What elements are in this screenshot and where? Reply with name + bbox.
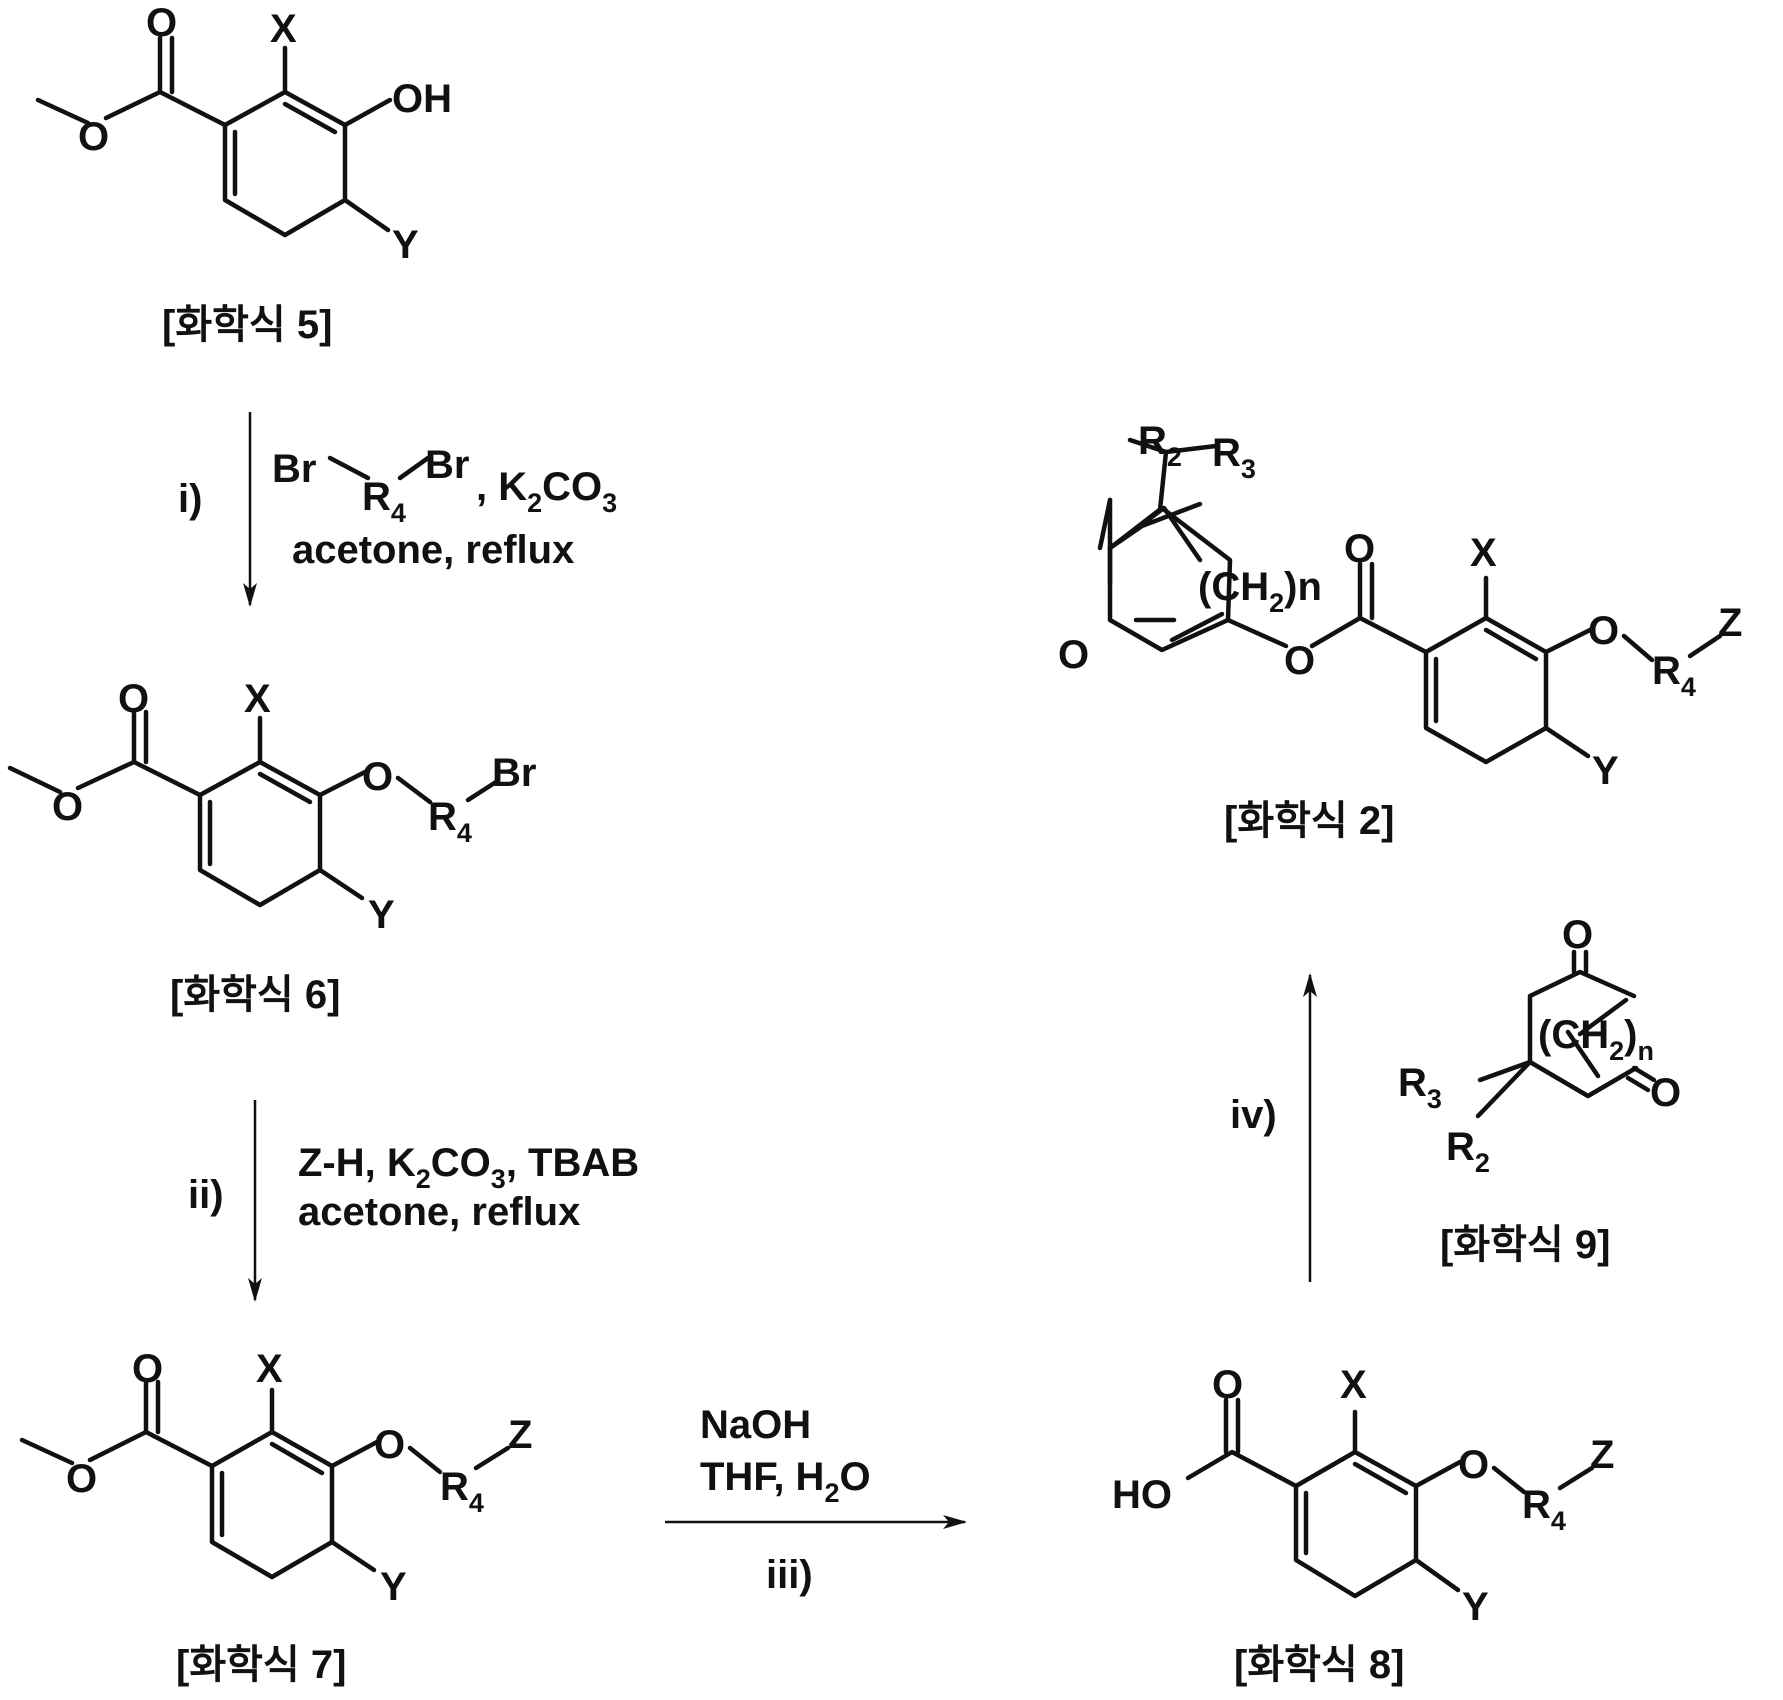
step-ii: ii) Z-H, K2CO3, TBAB acetone, reflux (188, 1100, 639, 1300)
c2-carbonyl-o: O (1344, 527, 1375, 571)
step-iii-base: NaOH (700, 1403, 811, 1447)
c7-z: Z (508, 1413, 532, 1457)
step-iii-solvent: THF, H2O (700, 1455, 871, 1508)
c7-ester-o: O (66, 1457, 97, 1501)
c5-x: X (270, 7, 297, 51)
c2-z: Z (1718, 601, 1742, 645)
compound-2: O O O X O R4 Z Y R2 R3 (CH2)n [화학식 2] (1058, 419, 1742, 843)
step-ii-reagents: Z-H, K2CO3, TBAB (298, 1141, 639, 1194)
c8-ether-o: O (1458, 1443, 1489, 1487)
c9-top-o: O (1562, 913, 1593, 957)
step-i-r4: R4 (362, 475, 406, 528)
compound-9: O O (CH2)n R3 R2 [화학식 9] (1398, 913, 1681, 1267)
step-ii-label: ii) (188, 1173, 224, 1217)
step-i-base: , K2CO3 (476, 465, 617, 518)
c6-x: X (244, 677, 271, 721)
step-i-solvent: acetone, reflux (292, 528, 574, 572)
c9-bridge: (CH2)n (1538, 1013, 1654, 1066)
compound-7: O O X O R4 Z Y [화학식 7] (22, 1347, 532, 1687)
c6-ether-o: O (362, 755, 393, 799)
c5-caption: [화학식 5] (162, 303, 332, 347)
compound-8: O HO X O R4 Z Y [화학식 8] (1112, 1363, 1614, 1687)
compound-2-bonds (1100, 440, 1720, 762)
c7-y: Y (380, 1565, 407, 1609)
step-iii: NaOH THF, H2O iii) (665, 1403, 965, 1597)
step-iii-label: iii) (766, 1553, 813, 1597)
c5-y: Y (392, 223, 419, 267)
step-ii-solvent: acetone, reflux (298, 1190, 580, 1234)
c6-y: Y (368, 893, 395, 937)
c8-x: X (1340, 1363, 1367, 1407)
c9-r2: R2 (1446, 1125, 1490, 1178)
c5-ester-o: O (78, 115, 109, 159)
c7-carbonyl-o: O (132, 1347, 163, 1391)
c8-y: Y (1462, 1585, 1489, 1629)
step-iv: iv) (1230, 975, 1310, 1282)
c2-caption: [화학식 2] (1224, 799, 1394, 843)
step-i-label: i) (178, 477, 202, 521)
c8-r4: R4 (1522, 1483, 1566, 1536)
c2-y: Y (1592, 749, 1619, 793)
c9-right-o: O (1650, 1071, 1681, 1115)
c8-ho: HO (1112, 1473, 1172, 1517)
c5-carbonyl-o: O (146, 1, 177, 45)
c7-caption: [화학식 7] (176, 1643, 346, 1687)
c2-bridge: (CH2)n (1198, 565, 1322, 618)
step-i: i) Br R4 Br , K2CO3 acetone, reflux (178, 412, 617, 605)
c7-ether-o: O (374, 1423, 405, 1467)
c6-br: Br (492, 751, 536, 795)
c6-caption: [화학식 6] (170, 973, 340, 1017)
step-i-br-left: Br (272, 447, 316, 491)
compound-6: O O X O R4 Br Y [화학식 6] (10, 677, 536, 1017)
c6-carbonyl-o: O (118, 677, 149, 721)
c8-carbonyl-o: O (1212, 1363, 1243, 1407)
c7-r4: R4 (440, 1465, 484, 1518)
c2-ketone-o: O (1058, 633, 1089, 677)
step-iv-label: iv) (1230, 1093, 1277, 1137)
c2-r3: R3 (1212, 431, 1256, 484)
c6-r4: R4 (428, 795, 472, 848)
c5-oh: OH (392, 77, 452, 121)
c8-z: Z (1590, 1433, 1614, 1477)
c2-r2: R2 (1138, 419, 1182, 472)
c9-r3: R3 (1398, 1061, 1442, 1114)
step-i-br-right: Br (425, 443, 469, 487)
c2-ether-o: O (1588, 609, 1619, 653)
c2-ester-o: O (1284, 639, 1315, 683)
c8-caption: [화학식 8] (1234, 1643, 1404, 1687)
compound-5: O O X OH Y [화학식 5] (38, 1, 452, 347)
step-i-dibromide-bond-right (400, 458, 428, 478)
c6-ester-o: O (52, 785, 83, 829)
c9-caption: [화학식 9] (1440, 1223, 1610, 1267)
c7-x: X (256, 1347, 283, 1391)
c2-x: X (1470, 531, 1497, 575)
